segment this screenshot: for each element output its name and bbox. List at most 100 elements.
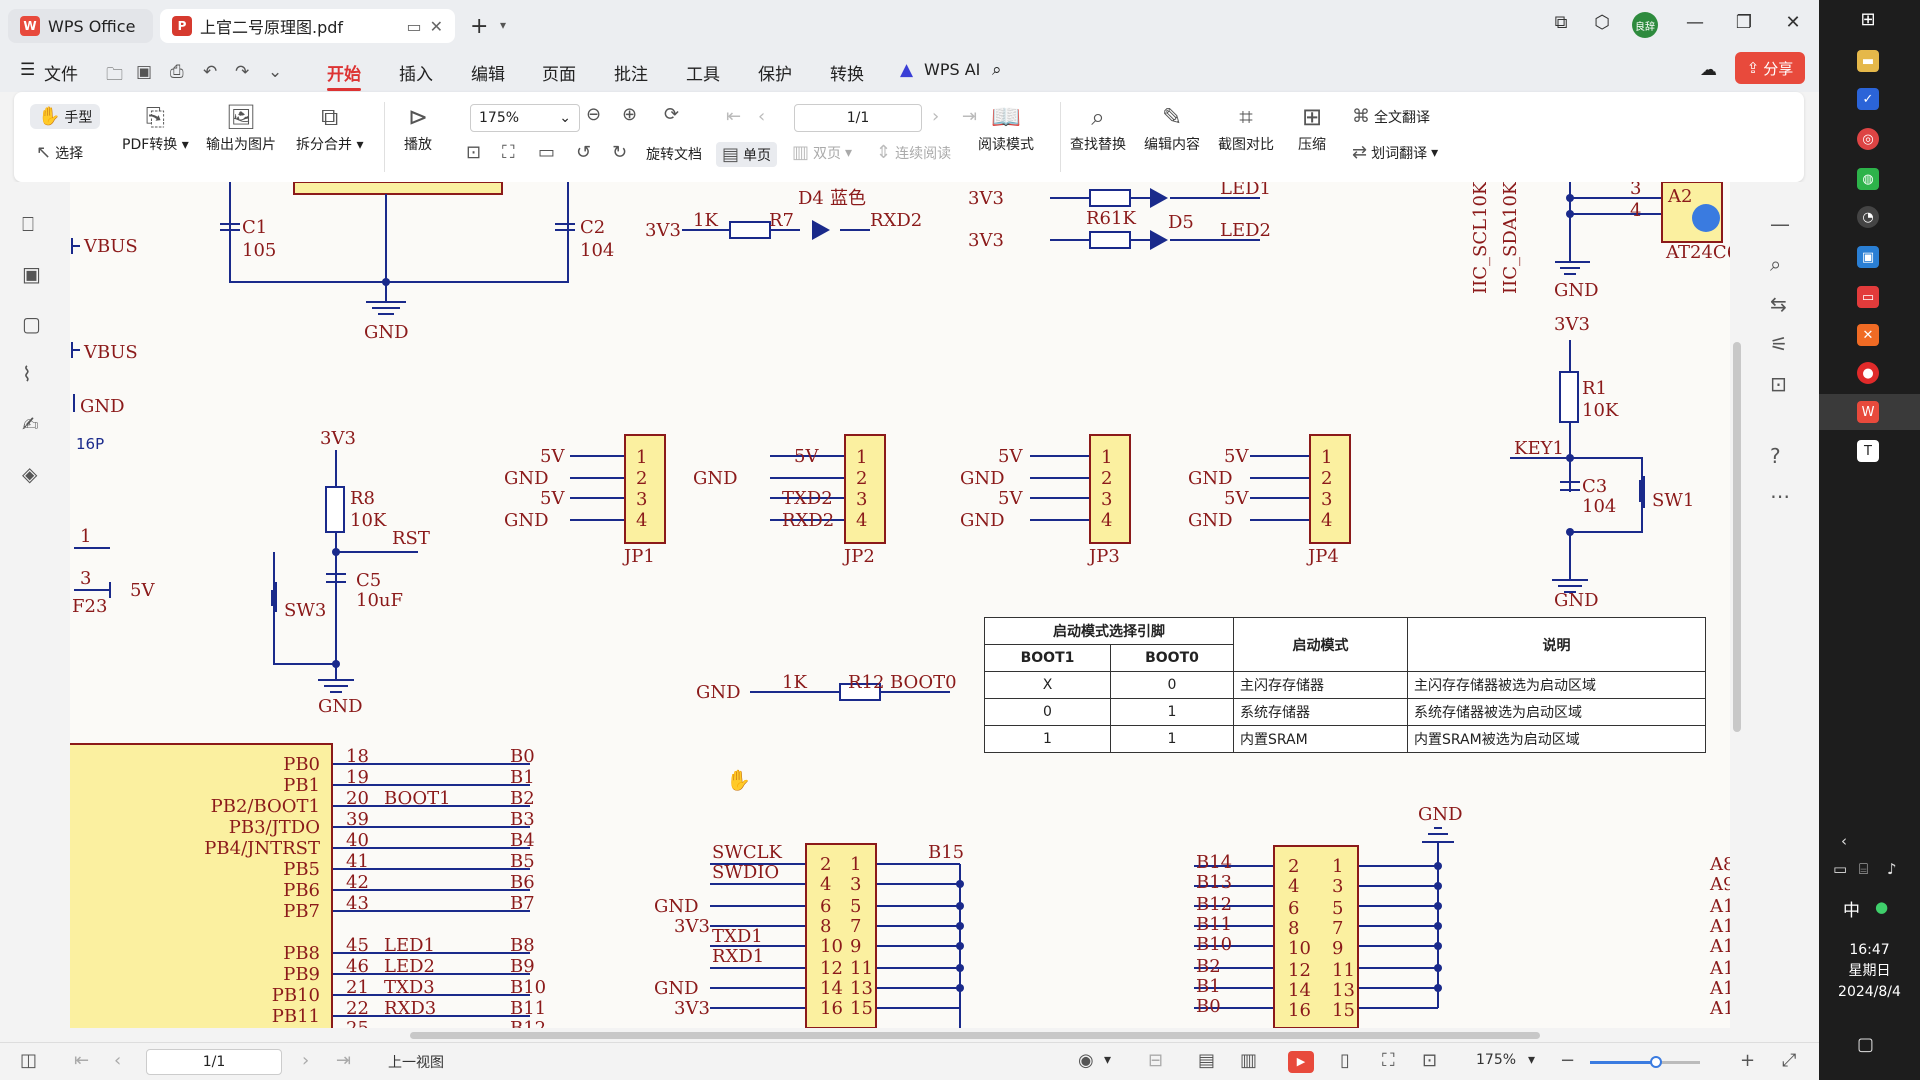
first-page-icon[interactable]: ⇤ <box>726 106 742 127</box>
menu-annotate[interactable]: 批注 <box>614 65 648 85</box>
wps-icon[interactable]: W <box>1857 401 1879 423</box>
actual-size-icon[interactable]: ⊡ <box>466 142 482 163</box>
save-icon[interactable]: ▣ <box>136 62 153 82</box>
new-tab-button[interactable]: + <box>470 14 489 39</box>
fit-width-icon[interactable]: ⊡ <box>1422 1050 1438 1071</box>
fit-width-icon[interactable]: ▭ <box>538 142 556 163</box>
rotate-left-icon[interactable]: ↺ <box>576 142 592 163</box>
search-icon[interactable]: ⌕ <box>1770 252 1782 276</box>
assistant-icon[interactable]: ● <box>1875 898 1889 916</box>
battery-icon[interactable]: ▭ <box>1833 860 1848 878</box>
rotate-document-button[interactable]: 旋转文档 <box>646 147 702 163</box>
menu-edit[interactable]: 编辑 <box>471 65 505 85</box>
view-icon[interactable]: ⊡ <box>1770 372 1787 396</box>
layout-icon[interactable]: ⧉ <box>1554 12 1568 33</box>
reading-mode-button[interactable]: 📖 阅读模式 <box>978 100 1034 154</box>
word-translate-button[interactable]: ⇄ 划词翻译 ▾ <box>1352 142 1439 163</box>
wechat-icon[interactable]: ◍ <box>1857 168 1879 190</box>
full-translate-button[interactable]: ⌘ 全文翻译 <box>1352 106 1430 127</box>
avatar[interactable]: 良辞 <box>1632 12 1658 38</box>
pdf-convert-button[interactable]: ⎘ PDF转换 ▾ <box>122 100 189 154</box>
network-icon[interactable]: ⌸ <box>1859 860 1869 878</box>
bilibili-icon[interactable]: ▭ <box>1857 286 1879 308</box>
chevron-down-icon[interactable]: ▾ <box>1104 1052 1112 1068</box>
menu-wps-ai[interactable]: WPS AI <box>924 60 981 79</box>
menu-icon[interactable]: ☰ <box>20 60 36 80</box>
play-button[interactable]: ▶ <box>1288 1051 1314 1073</box>
tab-wps-office[interactable]: W WPS Office <box>8 9 153 43</box>
rotate-icon[interactable]: ⟳ <box>664 104 680 125</box>
play-button[interactable]: ⊳ 播放 <box>404 100 432 154</box>
eye-icon[interactable]: ◉ <box>1078 1050 1094 1071</box>
close-tab-icon[interactable]: ✕ <box>429 16 443 36</box>
close-window-icon[interactable]: ✕ <box>1785 12 1801 33</box>
document-viewport[interactable]: VBUS VBUS GND 16P C1 105 C2 104 GND D4 蓝… <box>70 182 1730 1028</box>
share-button[interactable]: ⇪ 分享 <box>1735 52 1805 84</box>
double-page-button[interactable]: ▥ 双页 ▾ <box>792 142 853 163</box>
file-explorer-icon[interactable]: ▬ <box>1857 50 1879 72</box>
tool-icon[interactable]: ✕ <box>1857 324 1879 346</box>
sidebar-toggle-icon[interactable]: ◫ <box>20 1050 38 1071</box>
cloud-icon[interactable]: ☁ <box>1700 60 1717 80</box>
restore-icon[interactable]: ❐ <box>1735 12 1753 33</box>
menu-start[interactable]: 开始 <box>327 60 361 91</box>
layers-icon[interactable]: ◈ <box>22 462 38 486</box>
export-image-button[interactable]: 🖼 输出为图片 <box>206 100 276 154</box>
double-page-icon[interactable]: ⊟ <box>1148 1050 1164 1071</box>
zoom-in-icon[interactable]: + <box>1740 1050 1756 1071</box>
scroll-thumb[interactable] <box>1733 342 1741 732</box>
window-icon[interactable]: ▭ <box>406 16 422 36</box>
single-page-icon[interactable]: ▤ <box>1198 1050 1216 1071</box>
signature-icon[interactable]: ✍ <box>22 412 39 436</box>
fit-page-icon[interactable]: ⛶ <box>502 142 515 163</box>
compress-button[interactable]: ⊞ 压缩 <box>1298 100 1326 154</box>
chevron-down-icon[interactable]: ⌄ <box>268 62 283 82</box>
menu-tools[interactable]: 工具 <box>686 65 720 85</box>
chevron-down-icon[interactable]: ▾ <box>1528 1052 1536 1068</box>
comment-icon[interactable]: ▢ <box>22 312 41 336</box>
zoom-in-icon[interactable]: ⊕ <box>622 104 638 125</box>
two-page-icon[interactable]: ▥ <box>1240 1050 1258 1071</box>
image-viewer-icon[interactable]: ▣ <box>1857 246 1879 268</box>
last-page-icon[interactable]: ⇥ <box>336 1050 352 1071</box>
next-page-icon[interactable]: › <box>302 1050 310 1071</box>
notification-icon[interactable]: ▢ <box>1857 1034 1875 1055</box>
more-icon[interactable]: ⋯ <box>1770 484 1790 508</box>
page-number-input[interactable]: 1/1 <box>146 1049 282 1075</box>
volume-icon[interactable]: ♪ <box>1887 860 1897 878</box>
cube-icon[interactable]: ⬡ <box>1594 12 1610 33</box>
minimize-icon[interactable]: — <box>1686 12 1704 33</box>
attachment-icon[interactable]: ⌇ <box>22 362 32 386</box>
zoom-select[interactable]: 175% ⌄ <box>470 104 580 132</box>
scroll-thumb[interactable] <box>410 1032 1540 1039</box>
todo-icon[interactable]: ✓ <box>1857 88 1879 110</box>
select-tool-button[interactable]: ↖ 选择 <box>36 142 84 163</box>
minus-icon[interactable]: — <box>1770 212 1790 236</box>
fit-page-icon[interactable]: ⛶ <box>1382 1050 1395 1071</box>
open-folder-icon[interactable]: 🗀 <box>106 65 123 85</box>
menu-convert[interactable]: 转换 <box>830 65 864 85</box>
single-page-button[interactable]: ▤ 单页 <box>716 142 778 167</box>
find-replace-button[interactable]: ⌕ 查找替换 <box>1070 100 1126 154</box>
first-page-icon[interactable]: ⇤ <box>74 1050 90 1071</box>
zoom-out-icon[interactable]: ⊖ <box>586 104 602 125</box>
zoom-slider[interactable] <box>1590 1056 1700 1068</box>
continuous-reading-button[interactable]: ⇕ 连续阅读 <box>876 142 952 163</box>
prev-page-icon[interactable]: ‹ <box>758 106 766 127</box>
screenshot-compare-button[interactable]: ⌗ 截图对比 <box>1218 100 1274 154</box>
menu-page[interactable]: 页面 <box>542 65 576 85</box>
media-icon[interactable]: ◔ <box>1857 206 1879 228</box>
zoom-slider-knob[interactable] <box>1650 1056 1662 1068</box>
translate-icon[interactable]: ⇆ <box>1770 292 1787 316</box>
vertical-scrollbar[interactable] <box>1730 182 1744 1028</box>
hand-tool-button[interactable]: ✋ 手型 <box>30 104 101 129</box>
windows-start-icon[interactable]: ⊞ <box>1860 8 1876 30</box>
thumbnail-icon[interactable]: ▣ <box>22 262 41 286</box>
typora-icon[interactable]: T <box>1857 440 1879 462</box>
record-icon[interactable]: ● <box>1857 362 1879 384</box>
page-number-input[interactable]: 1/1 <box>794 104 922 132</box>
menu-insert[interactable]: 插入 <box>399 65 433 85</box>
chrome-icon[interactable]: ◎ <box>1857 128 1879 150</box>
previous-view-button[interactable]: 上一视图 <box>388 1055 444 1071</box>
fullscreen-icon[interactable]: ⤢ <box>1782 1050 1797 1071</box>
